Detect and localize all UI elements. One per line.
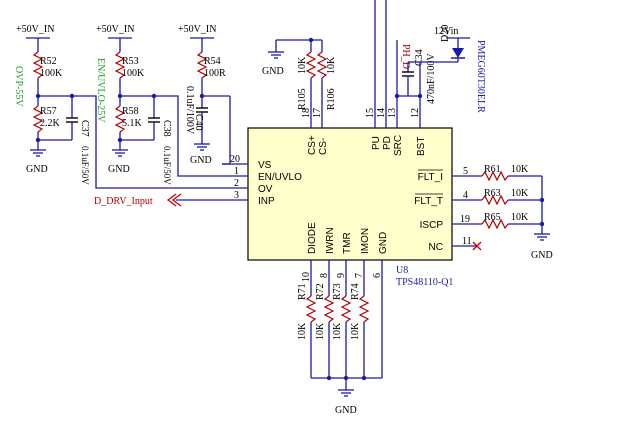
- r105-ref: R105: [297, 88, 308, 110]
- r65-value: 10K: [511, 212, 529, 223]
- c34-ref: C34: [414, 49, 425, 66]
- ic-part: TPS48110-Q1: [396, 277, 453, 288]
- pin-name-gnd: GND: [378, 232, 389, 254]
- r53-ref: R53: [122, 56, 139, 67]
- power-50v-3: +50V_IN: [178, 24, 216, 35]
- r71-ref: R71: [297, 283, 308, 300]
- pin-num-en: 1: [234, 166, 239, 177]
- ic-ref: U8: [396, 265, 408, 276]
- pin-num-csm: 17: [312, 108, 323, 118]
- pin-num-src: 13: [387, 108, 398, 118]
- power-12v: 12Vin: [434, 26, 458, 37]
- pin-num-csp: 18: [301, 108, 312, 118]
- pin-name-src: SRC: [393, 135, 404, 156]
- r53-value: 100K: [122, 68, 145, 79]
- pin-num-iscp: 19: [460, 214, 470, 225]
- r63-value: 10K: [511, 188, 529, 199]
- pin-name-pd: PD: [382, 136, 393, 150]
- r58-value: 5.1K: [122, 118, 143, 129]
- r58-ref: R58: [122, 106, 139, 117]
- pin-num-diode: 10: [301, 272, 312, 282]
- d20-value: PMEG60T30ELR: [475, 40, 486, 113]
- gnd-2: GND: [108, 164, 130, 175]
- pin-name-pu: PU: [371, 136, 382, 150]
- no-connect-marker: [472, 241, 482, 251]
- gnd-3: GND: [190, 155, 212, 166]
- pin-name-nc: NC: [429, 242, 443, 253]
- r61-ref: R61: [484, 164, 501, 175]
- r57-value: 2.2K: [40, 118, 61, 129]
- pin-name-tmr: TMR: [342, 232, 353, 254]
- pin-name-en: EN/UVLO: [258, 172, 302, 183]
- r73-value: 10K: [332, 322, 343, 340]
- net-arrow-d-drv: [166, 193, 182, 207]
- pin-num-iwrn: 8: [319, 273, 330, 278]
- c38-ref: C38: [161, 120, 172, 137]
- pin-name-bst: BST: [416, 137, 427, 156]
- c37-value: 0.1uF/50V: [80, 146, 90, 185]
- c38-value: 0.1uF/50V: [162, 146, 172, 185]
- pin-num-nc: 11: [462, 236, 472, 247]
- c34-value: 470nF/100V: [426, 53, 437, 104]
- gnd-6: GND: [335, 405, 357, 416]
- pin-num-vs: 20: [230, 154, 240, 165]
- net-ph-d: PH_D: [400, 44, 411, 69]
- pin-num-inp: 3: [234, 190, 239, 201]
- pin-num-pd: 14: [376, 108, 387, 118]
- gnd-1: GND: [26, 164, 48, 175]
- pin-num-flti: 5: [463, 166, 468, 177]
- pin-name-ov: OV: [258, 184, 273, 195]
- gnd-5: GND: [531, 250, 553, 261]
- d20-ref: D20: [440, 25, 451, 42]
- pin-name-iwrn: IWRN: [325, 227, 336, 254]
- r61-value: 10K: [511, 164, 529, 175]
- pin-name-flti: FLT_I: [418, 172, 443, 183]
- power-50v-2: +50V_IN: [96, 24, 134, 35]
- r52-ref: R52: [40, 56, 57, 67]
- c40-value: 0.1uF/100V: [184, 86, 195, 135]
- power-50v-1: +50V_IN: [16, 24, 54, 35]
- net-en-uvlo: EN/UVLO-25V: [95, 58, 106, 123]
- r54-ref: R54: [204, 56, 221, 67]
- pin-name-imon: IMON: [360, 228, 371, 254]
- gnd-4: GND: [262, 66, 284, 77]
- pin-name-inp: INP: [258, 196, 275, 207]
- net-ovp: OVP-55V: [13, 66, 24, 107]
- pin-num-imon: 7: [354, 273, 365, 278]
- r65-ref: R65: [484, 212, 501, 223]
- pin-num-gnd: 6: [372, 273, 383, 278]
- r106-ref: R106: [326, 88, 337, 110]
- c40-ref: C40: [193, 114, 204, 131]
- r52-value: 100K: [40, 68, 63, 79]
- pin-name-fltt: FLT_T: [414, 196, 443, 207]
- r73-ref: R73: [332, 283, 343, 300]
- r63-ref: R63: [484, 188, 501, 199]
- pin-name-csp: CS+: [307, 135, 318, 155]
- pin-num-ov: 2: [234, 178, 239, 189]
- r105-value: 10K: [297, 56, 308, 74]
- pin-num-bst: 12: [410, 108, 421, 118]
- c37-ref: C37: [79, 120, 90, 137]
- pin-num-tmr: 9: [336, 273, 347, 278]
- r72-value: 10K: [315, 322, 326, 340]
- r71-value: 10K: [297, 322, 308, 340]
- r54-value: 100R: [204, 68, 226, 79]
- pin-name-csm: CS-: [318, 138, 329, 155]
- r106-value: 10K: [326, 56, 337, 74]
- pin-num-pu: 15: [365, 108, 376, 118]
- r57-ref: R57: [40, 106, 57, 117]
- pin-name-vs: VS: [258, 160, 272, 171]
- pin-name-iscp: ISCP: [420, 220, 444, 231]
- r74-value: 10K: [350, 322, 361, 340]
- r72-ref: R72: [315, 283, 326, 300]
- net-d-drv-input: D_DRV_Input: [94, 196, 153, 207]
- pin-name-diode: DIODE: [307, 222, 318, 254]
- r74-ref: R74: [350, 283, 361, 300]
- pin-num-fltt: 4: [463, 190, 468, 201]
